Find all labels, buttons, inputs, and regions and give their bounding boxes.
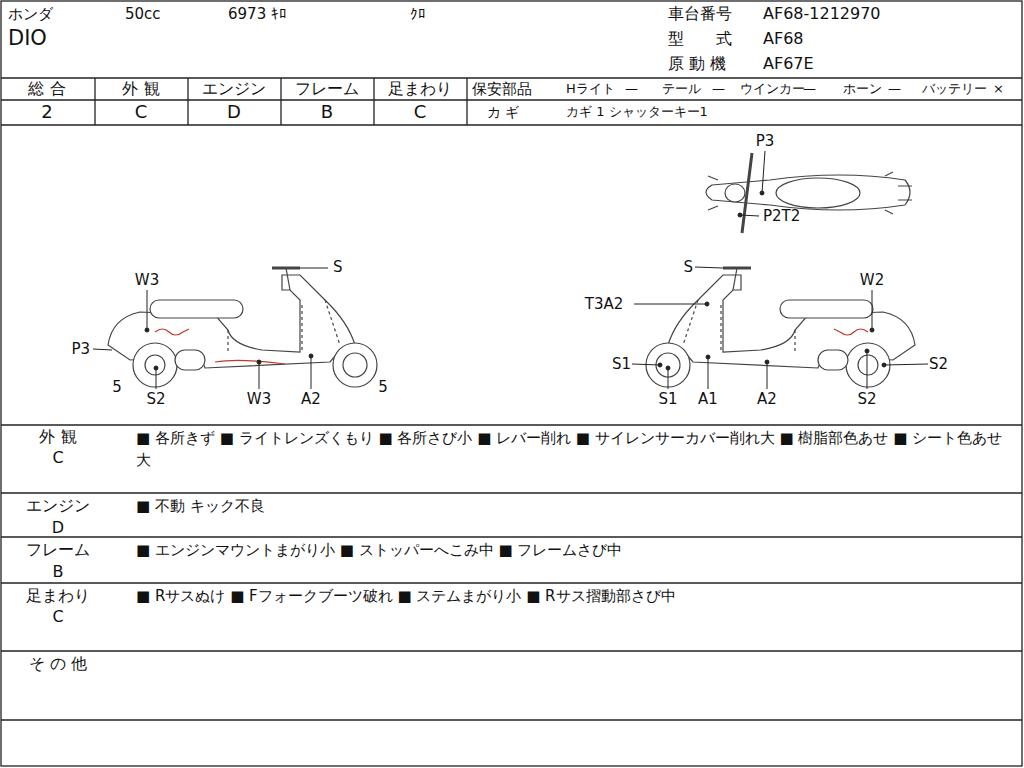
label-text: C [135, 101, 148, 123]
label-text: S [683, 258, 693, 276]
label-text: 足まわり [26, 586, 90, 605]
label-text: 原 動 機 [668, 54, 726, 73]
label-text: 足まわり [388, 79, 452, 98]
label-text: ■ Rサスぬけ ■ Fフォークブーツ破れ ■ ステムまがり小 ■ Rサス摺動部さ… [136, 587, 676, 605]
label-text: カ ギ [487, 104, 519, 121]
label-text: ■ エンジンマウントまがり小 ■ ストッパーへこみ中 ■ フレームさび中 [136, 541, 622, 559]
label-text: ホンダ [8, 5, 53, 23]
label-text: 2 [41, 101, 52, 123]
label-text: S2 [146, 390, 165, 408]
label-text: 外 観 [39, 427, 76, 446]
label-text: D [52, 518, 64, 537]
label-text: W2 [860, 271, 884, 289]
label-text: — [712, 81, 725, 97]
label-text: ホーン [843, 81, 882, 97]
label-text: T3A2 [585, 295, 624, 313]
label-text: W3 [135, 271, 159, 289]
label-text: エンジン [26, 496, 90, 515]
leader-lines [93, 151, 928, 389]
label-text: 5 [378, 378, 388, 396]
label-text: カギ 1 シャッターキー1 [566, 104, 708, 120]
label-text: C [414, 101, 427, 123]
scooter-top-view [706, 153, 912, 233]
label-text: フレーム [295, 79, 359, 98]
label-text: 型 式 [668, 29, 732, 48]
label-text: AF67E [763, 54, 814, 73]
label-text: 50cc [125, 5, 161, 23]
label-text: 5 [112, 378, 122, 396]
label-text: 6973 ｷﾛ [228, 5, 287, 23]
scooter-side-view [108, 268, 377, 387]
label-text: エンジン [202, 79, 266, 98]
label-text: そ の 他 [29, 654, 87, 673]
label-text: S2 [857, 390, 876, 408]
label-text: × [993, 81, 1004, 97]
label-text: 車台番号 [668, 4, 732, 23]
label-text: ウインカー [740, 81, 805, 97]
label-text: S1 [612, 355, 631, 373]
label-text: B [321, 101, 333, 123]
label-text: DIO [8, 26, 47, 51]
label-text: P3 [71, 340, 90, 358]
label-text: — [888, 81, 901, 97]
label-text: Hライト [566, 81, 615, 97]
label-text: A1 [698, 390, 718, 408]
label-text: — [625, 81, 638, 97]
label-text: フレーム [26, 540, 90, 559]
label-text: S1 [658, 390, 677, 408]
label-text: 外 観 [122, 79, 159, 98]
label-text: C [52, 607, 63, 626]
label-text: S2 [929, 355, 948, 373]
label-text: バッテリー [922, 81, 987, 97]
label-text: B [53, 562, 64, 581]
label-text: テール [662, 81, 701, 97]
label-text: 総 合 [28, 79, 65, 98]
label-text: ■ 各所きず ■ ライトレンズくもり ■ 各所さび小 ■ レバー削れ ■ サイレ… [136, 427, 1016, 471]
label-text: S [333, 258, 343, 276]
label-text: P3 [756, 132, 775, 150]
label-text: W3 [247, 390, 271, 408]
label-text: C [52, 448, 63, 467]
label-text: 保安部品 [472, 80, 532, 98]
label-text: ｸﾛ [410, 5, 426, 23]
label-text: A2 [301, 390, 321, 408]
label-text: AF68 [763, 29, 804, 48]
label-text: A2 [757, 390, 777, 408]
label-text: AF68-1212970 [763, 4, 881, 23]
label-text: D [227, 101, 241, 123]
label-text: — [803, 81, 816, 97]
label-text: P2T2 [763, 207, 800, 225]
label-text: ■ 不動 キック不良 [136, 497, 265, 515]
damage-mark [215, 360, 285, 364]
